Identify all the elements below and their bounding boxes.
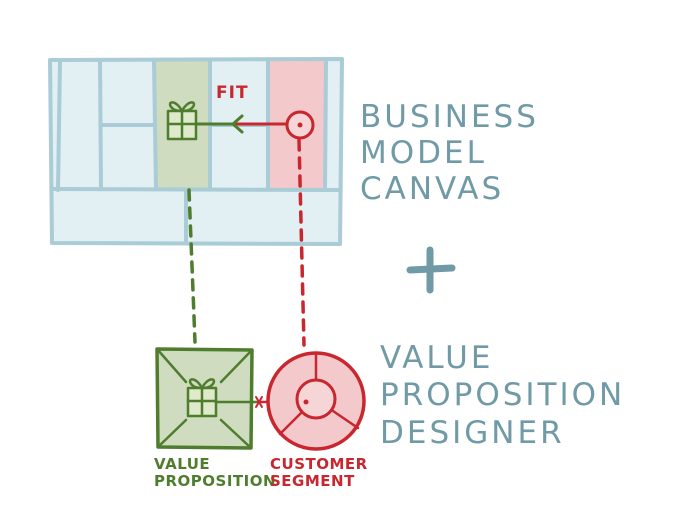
canvas-fit-arrow xyxy=(194,114,290,134)
designer-title-line-1: VALUE xyxy=(380,340,493,376)
customer-segment-label-line-2: SEGMENT xyxy=(270,472,355,490)
customer-inner-dot xyxy=(303,399,309,405)
canvas-title-line-3: CANVAS xyxy=(360,171,504,207)
customer-segment-circle xyxy=(266,351,366,451)
designer-title-line-3: DESIGNER xyxy=(380,415,565,451)
fit-label: FIT xyxy=(216,83,249,103)
plus-icon xyxy=(406,246,456,294)
canvas-title-line-1: BUSINESS xyxy=(360,99,539,135)
designer-title-line-2: PROPOSITION xyxy=(380,377,625,413)
value-proposition-label-line-1: VALUE xyxy=(154,455,210,473)
business-model-canvas: FIT xyxy=(48,57,344,246)
customer-inner-circle-icon xyxy=(295,378,337,420)
value-proposition-connector xyxy=(187,188,197,344)
canvas-gift-icon xyxy=(166,101,198,141)
value-proposition-square xyxy=(155,347,254,450)
customer-segment-connector xyxy=(297,138,306,347)
canvas-title-line-2: MODEL xyxy=(360,135,487,171)
value-proposition-label-line-2: PROPOSITION xyxy=(154,472,276,490)
value-proposition-gift-icon xyxy=(186,378,218,418)
customer-segment-label-line-1: CUSTOMER xyxy=(270,455,368,473)
canvas-customer-dot xyxy=(297,122,303,128)
